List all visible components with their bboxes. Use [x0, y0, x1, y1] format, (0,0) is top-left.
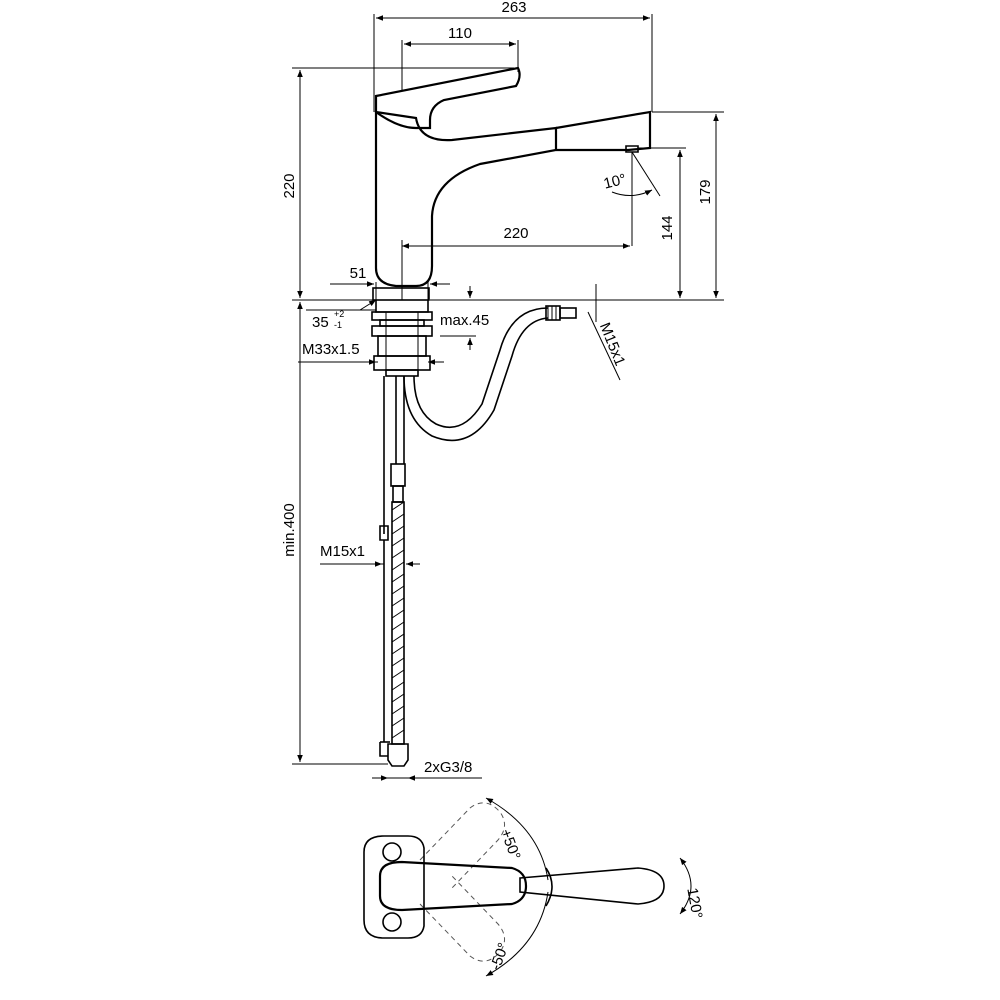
label-min-hose-length: min.400 — [281, 503, 298, 556]
label-handle-plus: +50° — [497, 827, 524, 862]
dimension-labels: 263 110 220 179 144 220 51 10° 35 +2 -1 … — [281, 0, 714, 972]
label-thread-mount: M33x1.5 — [302, 341, 360, 358]
feed-hose — [379, 376, 409, 767]
label-spout-height: 179 — [697, 179, 714, 204]
label-handle-offset: 110 — [448, 25, 472, 42]
label-hose-thread-spout: M15x1 — [596, 320, 629, 368]
label-total-height: 220 — [281, 173, 298, 198]
label-spout-reach: 220 — [503, 225, 528, 242]
label-hole-diameter: 35 — [312, 314, 329, 331]
label-spout-angle: 10° — [602, 171, 628, 193]
faucet-top-view — [363, 797, 692, 977]
label-overall-width: 263 — [501, 0, 526, 16]
faucet-side-view — [372, 66, 652, 301]
label-connections: 2xG3/8 — [424, 759, 472, 776]
mounting-assembly — [371, 300, 433, 377]
label-outlet-height: 144 — [659, 215, 676, 240]
label-hose-thread-feed: M15x1 — [320, 543, 365, 560]
pullout-hose — [403, 305, 577, 442]
label-handle-minus: -50° — [487, 941, 512, 973]
dimension-lines — [292, 14, 724, 781]
label-spout-swivel: 120° — [683, 886, 705, 920]
label-hole-tol-lower: -1 — [334, 320, 342, 330]
label-hole-tol-upper: +2 — [334, 309, 344, 319]
label-base-offset: 51 — [350, 265, 367, 282]
label-deck-thickness: max.45 — [440, 312, 489, 329]
